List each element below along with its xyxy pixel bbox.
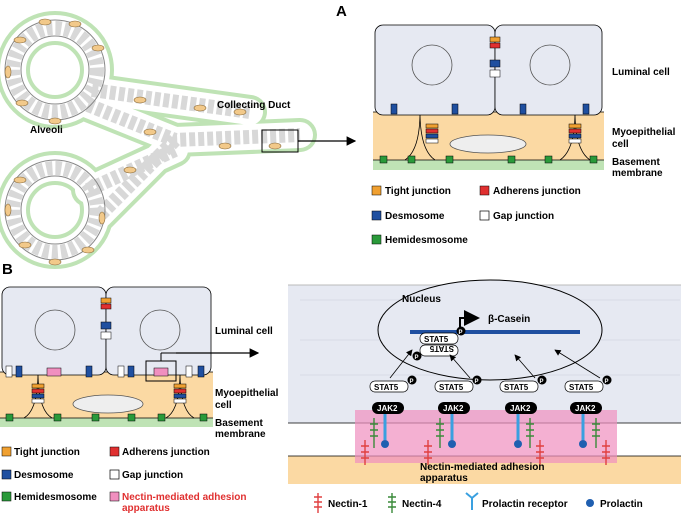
- myo-label-b1: Myoepithelial: [215, 388, 279, 399]
- myo-label-b2: cell: [215, 400, 232, 411]
- panel-a-letter: A: [336, 3, 347, 20]
- legend-a-desmosome-swatch: [371, 210, 382, 221]
- legend-b-gap: Gap junction: [122, 470, 183, 481]
- zoom-panel: Nucleus β-Casein STAT5 STAT5 P P STAT5 P…: [288, 279, 681, 484]
- jak2-row: JAK2 JAK2 JAK2 JAK2: [372, 402, 602, 414]
- p-4: P: [605, 379, 609, 385]
- legend-a-adherens: Adherens junction: [493, 186, 581, 197]
- legend-a-gap: Gap junction: [493, 211, 554, 222]
- stat5-dimer-1: STAT5: [424, 335, 449, 344]
- legend-a-hemi-swatch: [371, 234, 382, 245]
- legend-b-tight: Tight junction: [14, 447, 80, 458]
- membrane-proteins: [361, 414, 610, 465]
- nectin1-label: Nectin-1: [328, 499, 368, 510]
- jak2-2: JAK2: [443, 404, 464, 413]
- prolactin-receptor-label: Prolactin receptor: [482, 499, 568, 510]
- prolactin-receptor-icon: [465, 492, 479, 510]
- legend-b-adherens: Adherens junction: [122, 447, 210, 458]
- stat5-1: STAT5: [374, 383, 399, 392]
- nucleus-label: Nucleus: [402, 294, 441, 305]
- nectin4-icon: [388, 493, 396, 513]
- luminal-nucleus-b-left: [34, 309, 76, 351]
- luminal-nucleus-a-right: [529, 44, 571, 86]
- legend-a-hemi: Hemidesmosome: [385, 235, 468, 246]
- prolactin-icon: [586, 499, 594, 507]
- myo-nucleus-b: [72, 394, 144, 414]
- alveoli-label: Alveoli: [30, 125, 63, 136]
- prolactin-label: Prolactin: [600, 499, 643, 510]
- myoepithelial-cells-gland: [4, 18, 282, 266]
- legend-a-adherens-swatch: [479, 185, 490, 196]
- luminal-cell-label-a: Luminal cell: [612, 67, 670, 78]
- stat5-dimer-2: STAT5: [429, 344, 454, 353]
- legend-a: Tight junction Adherens junction Desmoso…: [371, 185, 581, 246]
- jak2-4: JAK2: [575, 404, 596, 413]
- p-dimer-2: P: [415, 355, 419, 361]
- zoom-apparatus-label2: apparatus: [420, 473, 468, 484]
- stat5-3: STAT5: [504, 383, 529, 392]
- p-dimer-1: P: [459, 330, 463, 336]
- nectin-apparatus-region: [355, 410, 617, 463]
- nectin1-icon: [314, 493, 322, 513]
- panel-a-schematic: [373, 24, 604, 170]
- myo-nucleus-a: [449, 134, 527, 154]
- p-3: P: [540, 379, 544, 385]
- luminal-cell-label-b: Luminal cell: [215, 326, 273, 337]
- legend-b-desmosome: Desmosome: [14, 470, 74, 481]
- beta-casein-label: β-Casein: [488, 314, 530, 325]
- legend-b: Tight junction Adherens junction Desmoso…: [1, 446, 246, 514]
- p-2: P: [475, 379, 479, 385]
- jak2-3: JAK2: [510, 404, 531, 413]
- p-1: P: [410, 379, 414, 385]
- legend-b-hemi: Hemidesmosome: [14, 492, 97, 503]
- legend-a-tight-swatch: [371, 185, 382, 196]
- stat5-row: STAT5 P STAT5 P STAT5 P STAT5 P: [369, 375, 612, 393]
- legend-b-nectin-app2: apparatus: [122, 503, 170, 514]
- legend-a-gap-swatch: [479, 210, 490, 221]
- basement-membrane-b: [0, 418, 213, 427]
- bm-label-b2: membrane: [215, 429, 266, 440]
- bm-label-a2: membrane: [612, 168, 663, 179]
- luminal-nucleus-a-left: [411, 44, 453, 86]
- bm-label-b1: Basement: [215, 418, 263, 429]
- myo-label-a2: cell: [612, 139, 629, 150]
- zoom-apparatus-label1: Nectin-mediated adhesion: [420, 462, 544, 473]
- mammary-gland-illustration: [0, 11, 357, 269]
- legend-a-desmosome: Desmosome: [385, 211, 445, 222]
- collecting-duct-label: Collecting Duct: [217, 100, 291, 111]
- nectin4-label: Nectin-4: [402, 499, 442, 510]
- basement-membrane-a: [373, 160, 604, 170]
- stat5-2: STAT5: [439, 383, 464, 392]
- legend-b-nectin-app1: Nectin-mediated adhesion: [122, 492, 246, 503]
- jak2-1: JAK2: [377, 404, 398, 413]
- panel-b-schematic: [0, 286, 260, 427]
- bm-label-a1: Basement: [612, 157, 660, 168]
- stat5-4: STAT5: [569, 383, 594, 392]
- myo-label-a1: Myoepithelial: [612, 127, 676, 138]
- panel-b-letter: B: [2, 261, 13, 278]
- luminal-nucleus-b-right: [139, 309, 181, 351]
- bottom-legend: Nectin-1 Nectin-4 Prolactin receptor Pro…: [314, 492, 643, 513]
- legend-a-tight: Tight junction: [385, 186, 451, 197]
